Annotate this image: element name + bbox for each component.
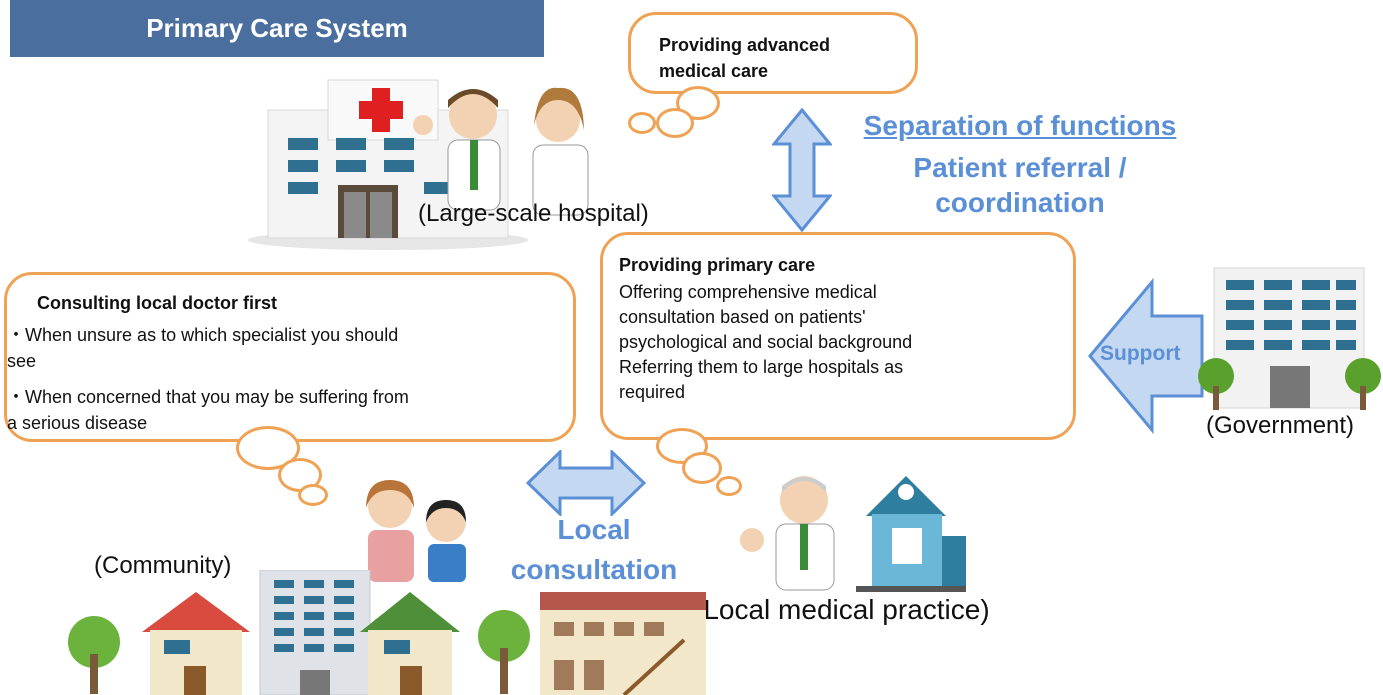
local-doctor-line2: see: [7, 351, 37, 371]
support-label: Support: [1100, 342, 1181, 365]
separation-line3: coordination: [935, 187, 1105, 218]
community-illustration: [68, 570, 706, 695]
primary-care-line1: Offering comprehensive medical: [619, 282, 877, 302]
separation-line2: Patient referral /: [913, 152, 1127, 183]
horizontal-double-arrow: [526, 450, 646, 516]
local-practice-caption: (Local medical practice): [694, 594, 990, 625]
local-doctor-line1: ・When unsure as to which specialist you …: [7, 325, 399, 345]
advanced-care-bubble-tail: [628, 112, 656, 134]
local-consultation-line2: consultation: [510, 554, 678, 585]
local-doctor-line3: ・When concerned that you may be sufferin…: [7, 387, 409, 407]
community-caption: (Community): [94, 552, 232, 579]
primary-care-bubble-tail: [716, 476, 742, 496]
page-title: Primary Care System: [10, 0, 544, 57]
hospital-illustration: [248, 79, 589, 250]
primary-care-line2: consultation based on patients': [619, 307, 866, 327]
advanced-care-line2: medical care: [659, 61, 769, 81]
primary-care-line4: Referring them to large hospitals as: [619, 357, 904, 377]
local-doctor-bubble-tail: [298, 484, 328, 506]
primary-care-bubble: Providing primary care Offering comprehe…: [600, 232, 1076, 440]
vertical-double-arrow: [772, 108, 832, 232]
primary-care-line3: psychological and social background: [619, 332, 913, 352]
primary-care-line5: required: [619, 382, 686, 402]
support-arrow: [1088, 278, 1204, 434]
government-caption: (Government): [1206, 412, 1355, 439]
government-illustration: [1198, 267, 1381, 410]
local-doctor-bubble: Consulting local doctor first ・When unsu…: [4, 272, 576, 442]
advanced-care-bubble-tail: [656, 108, 694, 138]
separation-title: Separation of functions: [863, 110, 1177, 141]
local-doctor-title: Consulting local doctor first: [37, 293, 278, 313]
hospital-caption: (Large-scale hospital): [418, 200, 649, 227]
local-consultation-line1: Local: [557, 514, 631, 545]
local-practice-illustration: [740, 476, 966, 592]
primary-care-title: Providing primary care: [619, 255, 816, 275]
local-doctor-line4: a serious disease: [7, 413, 148, 433]
mother-child-illustration: [366, 480, 466, 582]
advanced-care-bubble: Providing advanced medical care: [628, 12, 918, 94]
advanced-care-line1: Providing advanced: [659, 35, 831, 55]
primary-care-bubble-tail: [682, 452, 722, 484]
